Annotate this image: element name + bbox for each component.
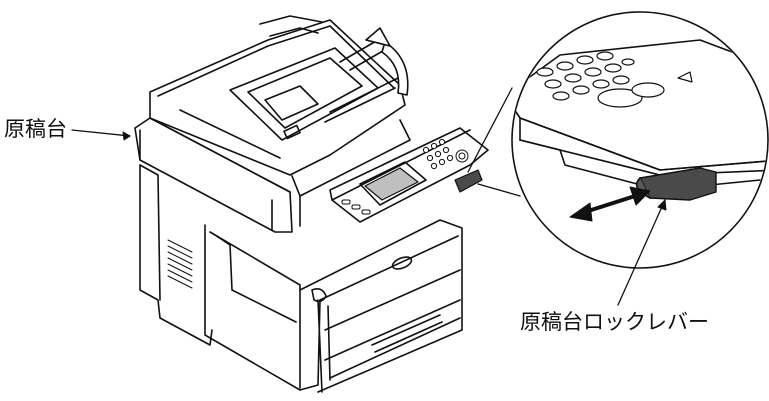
lever-leader — [617, 199, 666, 306]
document-feeder — [149, 15, 411, 197]
platen-leader — [71, 129, 131, 137]
zoom-callout — [467, 11, 769, 269]
lock-lever-label: 原稿台ロックレバー — [520, 310, 709, 334]
platen-label: 原稿台 — [4, 117, 67, 141]
curved-up-arrow-icon — [365, 27, 409, 96]
double-headed-arrow-icon — [569, 186, 651, 222]
lock-lever-small — [454, 169, 483, 193]
operation-panel — [329, 127, 489, 223]
printer-body — [139, 163, 463, 393]
